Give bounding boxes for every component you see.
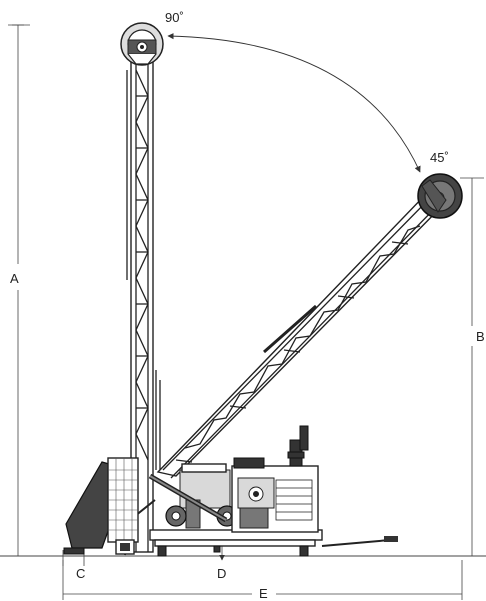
- dimension-e: E: [62, 560, 463, 601]
- dimension-d-label: D: [217, 566, 226, 581]
- dimension-c: C: [62, 550, 85, 581]
- arc-arrow-icon: [167, 32, 421, 173]
- angle-90-label: 90˚: [165, 10, 184, 25]
- dimension-a-label: A: [10, 271, 19, 286]
- dimension-d: D: [217, 545, 226, 581]
- vertical-mast: [126, 61, 161, 553]
- dimension-b: B: [460, 177, 485, 557]
- engine-frame: [231, 425, 319, 533]
- hydraulic-unit: [148, 463, 238, 529]
- dimension-a: A: [8, 24, 30, 557]
- control-cabinet: [63, 457, 139, 555]
- dimension-e-label: E: [259, 586, 268, 601]
- angle-arc: 90˚ 45˚: [165, 10, 449, 173]
- dimension-c-label: C: [76, 566, 85, 581]
- pulley-icon: [120, 22, 164, 66]
- dimension-b-label: B: [476, 329, 485, 344]
- pulley-icon-inclined: [417, 173, 463, 219]
- angle-45-label: 45˚: [430, 150, 449, 165]
